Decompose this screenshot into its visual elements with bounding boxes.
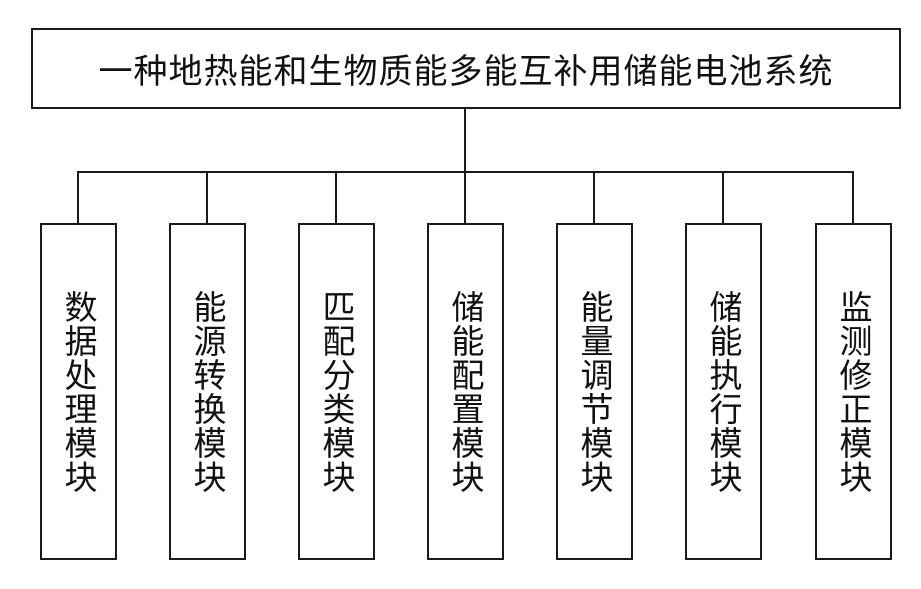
module-label: 能量调节模块 — [575, 289, 614, 494]
drop-connector — [722, 171, 724, 224]
system-title: 一种地热能和生物质能多能互补用储能电池系统 — [98, 52, 834, 92]
trunk-connector — [464, 109, 466, 173]
module-storage-configuration: 储能配置模块 — [427, 223, 504, 560]
module-label: 储能配置模块 — [446, 289, 485, 494]
drop-connector — [464, 171, 466, 224]
module-label: 数据处理模块 — [59, 289, 98, 494]
drop-connector — [852, 171, 854, 224]
module-energy-regulation: 能量调节模块 — [556, 223, 633, 560]
module-label: 能源转换模块 — [188, 289, 227, 494]
module-matching-classification: 匹配分类模块 — [298, 223, 375, 560]
module-storage-execution: 储能执行模块 — [685, 223, 762, 560]
module-label: 储能执行模块 — [704, 289, 743, 494]
system-title-box: 一种地热能和生物质能多能互补用储能电池系统 — [31, 28, 901, 109]
drop-connector — [206, 171, 208, 224]
drop-connector — [335, 171, 337, 224]
drop-connector — [593, 171, 595, 224]
module-data-processing: 数据处理模块 — [40, 223, 117, 560]
module-label: 监测修正模块 — [834, 289, 873, 494]
module-monitoring-correction: 监测修正模块 — [815, 223, 892, 560]
drop-connector — [77, 171, 79, 224]
module-label: 匹配分类模块 — [317, 289, 356, 494]
module-energy-conversion: 能源转换模块 — [169, 223, 246, 560]
